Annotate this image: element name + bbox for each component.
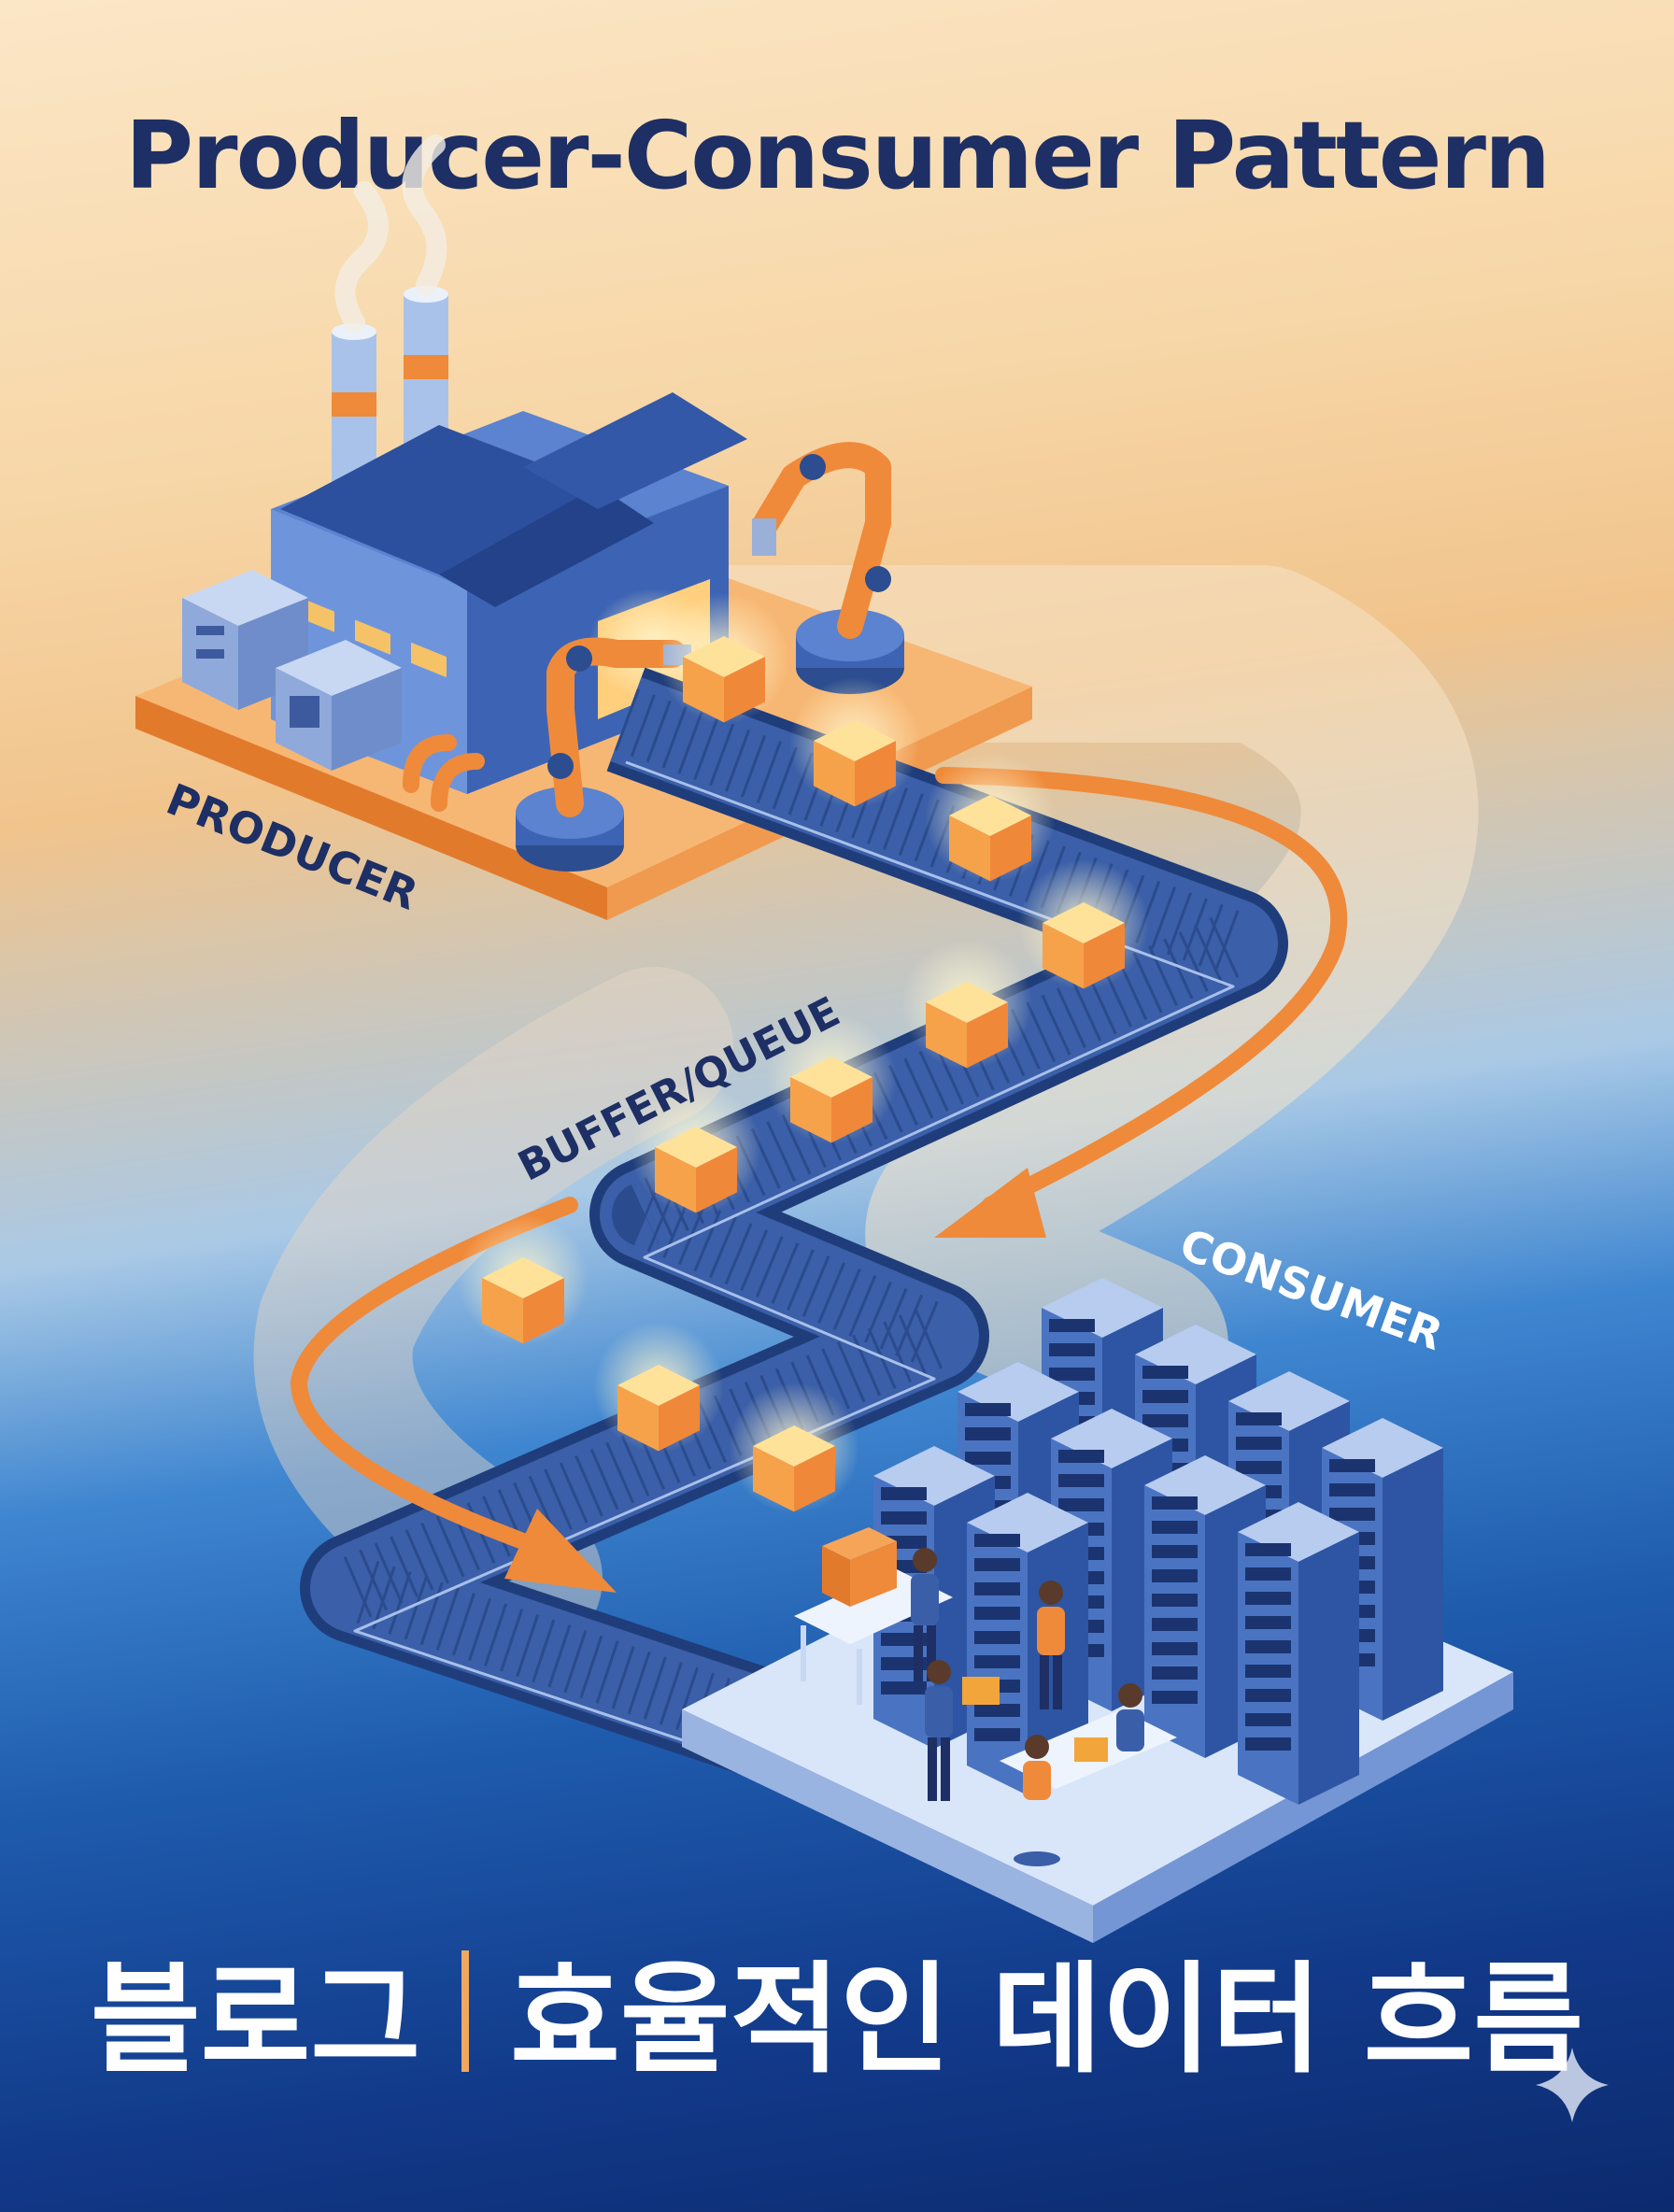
generator-icon — [182, 570, 485, 812]
data-box-group — [458, 593, 1149, 1513]
data-box-icon — [659, 593, 789, 724]
data-box-icon — [1018, 859, 1149, 990]
consumer-datacenter — [682, 1278, 1513, 1943]
data-box-icon — [901, 939, 1032, 1070]
data-box-icon — [925, 752, 1056, 883]
data-box-icon — [729, 1382, 859, 1513]
worker-icon — [911, 1548, 1144, 1866]
server-rack-icon — [1238, 1502, 1359, 1805]
footer-caption: 블로그 효율적인 데이터 흐름 — [0, 1922, 1674, 2095]
data-box-icon — [789, 677, 920, 808]
data-box-icon — [766, 1014, 897, 1144]
data-box-icon — [631, 1084, 761, 1214]
footer-separator — [461, 1950, 470, 2072]
sparkle-icon — [1536, 2048, 1609, 2122]
data-box-icon — [593, 1322, 724, 1453]
robot-arm-icon — [516, 442, 904, 872]
flow-arrow-icon — [290, 767, 1348, 1593]
server-rack-icon — [967, 1493, 1088, 1795]
footer-left-text: 블로그 — [90, 1950, 421, 2090]
footer-right-text: 효율적인 데이터 흐름 — [510, 1950, 1584, 2090]
data-box-icon — [458, 1214, 589, 1345]
